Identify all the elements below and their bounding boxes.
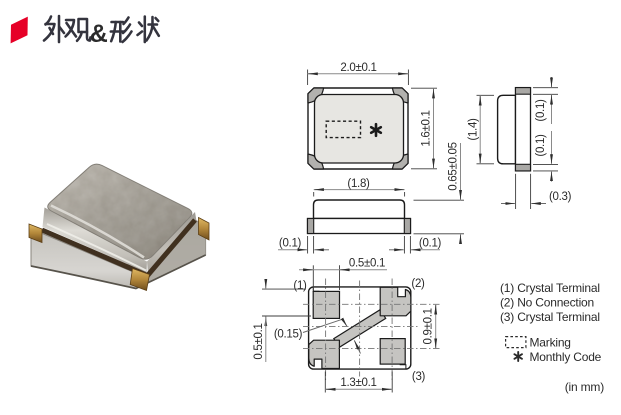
svg-text:(1): (1): [293, 280, 307, 292]
svg-text:(0.1): (0.1): [535, 134, 547, 157]
svg-text:1.3±0.1: 1.3±0.1: [340, 377, 376, 389]
svg-text:Marking: Marking: [530, 336, 571, 350]
svg-text:0.5±0.1: 0.5±0.1: [349, 257, 385, 269]
svg-text:Monthly Code: Monthly Code: [530, 350, 602, 364]
svg-text:(in mm): (in mm): [565, 380, 604, 394]
svg-text:&: &: [90, 20, 108, 48]
svg-text:(0.1): (0.1): [279, 237, 302, 249]
svg-text:(0.1): (0.1): [419, 237, 442, 249]
svg-text:2.0±0.1: 2.0±0.1: [340, 62, 376, 74]
svg-text:(1.8): (1.8): [347, 178, 370, 190]
svg-text:(0.1): (0.1): [535, 99, 547, 122]
svg-text:(2): (2): [411, 278, 425, 290]
svg-text:(1.4): (1.4): [467, 118, 479, 141]
svg-text:(3): (3): [412, 371, 426, 383]
svg-text:1.6±0.1: 1.6±0.1: [421, 110, 433, 146]
svg-text:(3) Crystal Terminal: (3) Crystal Terminal: [500, 310, 600, 324]
svg-text:(0.15): (0.15): [274, 328, 303, 340]
svg-text:(2) No Connection: (2) No Connection: [500, 296, 594, 310]
svg-text:0.9±0.1: 0.9±0.1: [423, 308, 435, 344]
svg-text:(1) Crystal Terminal: (1) Crystal Terminal: [500, 281, 600, 295]
svg-text:(0.3): (0.3): [549, 191, 572, 203]
svg-text:0.65±0.05: 0.65±0.05: [448, 142, 460, 190]
svg-text:0.5±0.1: 0.5±0.1: [253, 323, 265, 359]
